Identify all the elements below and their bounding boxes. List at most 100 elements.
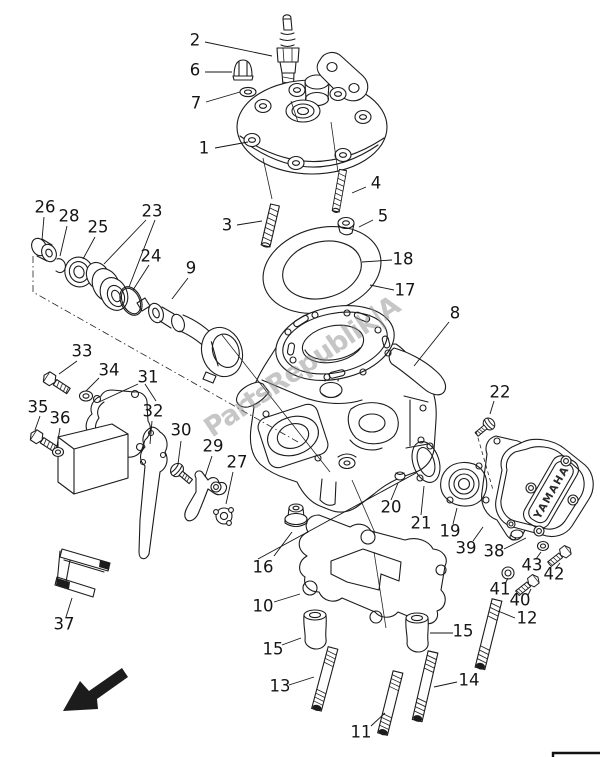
callout-leader-8 — [413, 321, 450, 367]
part-callout-27: 27 — [227, 453, 248, 472]
part-callout-1: 1 — [199, 139, 210, 158]
part-callout-12: 12 — [517, 609, 538, 628]
dowel-pin — [394, 471, 406, 481]
callout-leader-43 — [535, 551, 542, 560]
part-callout-37: 37 — [54, 615, 75, 634]
callout-leader-4 — [351, 186, 367, 194]
part-callout-9: 9 — [186, 259, 197, 278]
part-callout-31: 31 — [138, 368, 159, 387]
cylinder-head — [236, 51, 388, 175]
part-callout-43: 43 — [522, 556, 543, 575]
cylinder — [236, 305, 447, 513]
callout-leader-26 — [41, 216, 45, 241]
callout-leader-19 — [452, 507, 458, 525]
part-callout-15: 15 — [263, 640, 284, 659]
callout-leader-41 — [504, 577, 509, 585]
callout-leader-1 — [214, 141, 249, 149]
part-callout-32: 32 — [143, 402, 164, 421]
callout-leader-22 — [489, 400, 495, 415]
part-callout-14: 14 — [459, 671, 480, 690]
head-bolt-bosses — [243, 82, 372, 171]
valve-cover-box — [57, 423, 129, 495]
holder-bracket — [54, 548, 111, 598]
cylinder-stud-12 — [474, 598, 503, 672]
part-callout-17: 17 — [395, 281, 416, 300]
grommet — [284, 503, 308, 528]
callout-leader-15 — [281, 637, 302, 646]
cover-bolt-upper — [40, 369, 73, 397]
callout-leader-9 — [171, 277, 189, 300]
part-callout-3: 3 — [222, 216, 233, 235]
part-callout-29: 29 — [203, 437, 224, 456]
damper-right — [405, 612, 429, 653]
part-callout-42: 42 — [544, 565, 565, 584]
callout-leader-36 — [56, 427, 61, 447]
part-callout-2: 2 — [190, 31, 201, 50]
nut-41 — [501, 566, 515, 580]
callout-leader-34 — [85, 377, 100, 392]
part-callout-6: 6 — [190, 61, 201, 80]
part-callout-4: 4 — [371, 174, 382, 193]
part-callout-40: 40 — [510, 591, 531, 610]
cap-nut — [232, 59, 254, 81]
callout-leader-21 — [420, 485, 425, 516]
governor-screw — [167, 460, 196, 488]
part-callout-21: 21 — [411, 514, 432, 533]
washer-36 — [51, 446, 65, 458]
bracket-nut — [337, 216, 355, 236]
callout-leader-17 — [369, 284, 395, 291]
part-callout-35: 35 — [28, 398, 49, 417]
plain-washer-7 — [239, 86, 257, 98]
part-callout-23: 23 — [142, 202, 163, 221]
part-callout-24: 24 — [141, 247, 162, 266]
part-callout-18: 18 — [393, 250, 414, 269]
part-callout-11: 11 — [351, 723, 372, 742]
callout-leader-29 — [204, 455, 213, 478]
callout-leader-40 — [527, 588, 532, 596]
head-stud — [260, 203, 280, 249]
seal-oring — [119, 286, 143, 316]
part-callout-41: 41 — [490, 580, 511, 599]
cylinder-top-flange — [275, 305, 395, 381]
part-callout-39: 39 — [456, 539, 477, 558]
direction-arrow — [63, 668, 128, 711]
callout-leader-32 — [149, 420, 153, 445]
callout-leader-25 — [82, 236, 96, 260]
part-callout-8: 8 — [450, 304, 461, 323]
side-cover: YAMAHA — [495, 438, 594, 539]
callout-leader-20 — [390, 482, 399, 501]
part-callout-25: 25 — [88, 218, 109, 237]
part-callout-13: 13 — [270, 677, 291, 696]
valve-spacer — [31, 237, 57, 263]
part-callout-36: 36 — [50, 409, 71, 428]
callout-leader-11 — [370, 712, 386, 727]
bracket-stud — [331, 168, 348, 214]
callout-leader-23 — [128, 219, 156, 288]
governor-fork — [184, 470, 228, 522]
callout-leader-23 — [103, 219, 147, 265]
callout-leader-30 — [177, 440, 182, 465]
valve-clip — [213, 507, 234, 526]
callout-leader-38 — [503, 537, 527, 550]
callout-leader-39 — [472, 526, 484, 542]
part-callout-5: 5 — [378, 207, 389, 226]
callout-leader-16 — [273, 531, 293, 557]
washer-43 — [536, 540, 550, 552]
power-valve — [136, 297, 244, 384]
callout-leader-33 — [58, 360, 78, 375]
callout-leader-14 — [433, 681, 458, 688]
callout-leader-37 — [65, 597, 73, 618]
callout-leader-3 — [236, 220, 263, 226]
callout-leader-28 — [59, 225, 68, 257]
part-callout-34: 34 — [99, 361, 120, 380]
damper-left — [303, 609, 327, 650]
pump-cover-fitting — [440, 461, 488, 507]
callout-leader-13 — [288, 676, 315, 686]
callout-leader-12 — [497, 610, 516, 619]
callout-leader-16 — [257, 472, 417, 560]
cylinder-stud-13 — [310, 646, 339, 713]
part-callout-22: 22 — [490, 383, 511, 402]
part-callout-16: 16 — [253, 558, 274, 577]
callout-leader-35 — [34, 415, 41, 431]
